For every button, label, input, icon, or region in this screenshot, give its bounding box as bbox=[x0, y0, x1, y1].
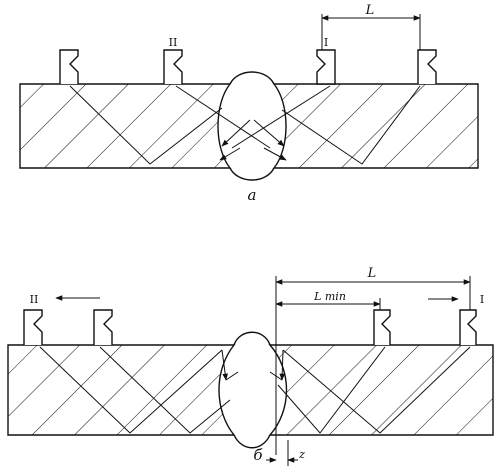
echo-arrow-a-4 bbox=[263, 147, 287, 161]
beam-path-b-2 bbox=[99, 346, 231, 434]
plate-a-left bbox=[19, 83, 232, 169]
echo-arrow-a-3 bbox=[219, 147, 241, 161]
beam-path-b-1 bbox=[39, 346, 223, 434]
plate-a-right bbox=[272, 83, 479, 169]
beam-path-a-3 bbox=[231, 85, 331, 149]
probe-b-third bbox=[373, 309, 391, 345]
diagram-b: II I L L min z б bbox=[7, 266, 494, 466]
probe-b-II bbox=[23, 309, 43, 345]
echo-arrow-b-3 bbox=[279, 349, 286, 381]
dim-a-label: L bbox=[365, 3, 375, 18]
echo-arrow-b-2 bbox=[225, 371, 239, 381]
caption-a: a bbox=[248, 186, 257, 204]
echo-arrow-b-1 bbox=[221, 349, 228, 381]
probe-b-I-label: I bbox=[480, 293, 484, 306]
beam-path-a-1 bbox=[69, 85, 223, 165]
weld-bead-b bbox=[233, 331, 271, 449]
dim-b-total-label: L bbox=[367, 266, 377, 281]
echo-arrow-a-1 bbox=[221, 119, 251, 147]
probe-b-second bbox=[93, 309, 113, 345]
beam-path-a-4 bbox=[281, 85, 421, 165]
offset-label: z bbox=[298, 448, 305, 461]
probe-a-I bbox=[316, 49, 336, 85]
probe-b-I bbox=[459, 309, 477, 345]
weld-bead-a bbox=[229, 71, 275, 181]
probe-a-II bbox=[163, 49, 183, 84]
probe-a-far-left bbox=[59, 49, 79, 84]
probe-a-far-right bbox=[417, 49, 437, 84]
caption-b: б bbox=[253, 446, 263, 464]
diagram-a: L II I a bbox=[19, 3, 479, 204]
probe-a-II-label: II bbox=[169, 36, 178, 49]
beam-path-a-2 bbox=[175, 85, 271, 149]
beam-path-b-3 bbox=[277, 346, 386, 434]
beam-path-b-4 bbox=[282, 346, 471, 434]
echo-arrow-a-2 bbox=[253, 119, 285, 147]
probe-b-II-label: II bbox=[30, 293, 39, 306]
plate-b-hatching bbox=[8, 345, 493, 435]
plate-a-hatching bbox=[20, 84, 478, 168]
dim-b-min-label: L min bbox=[313, 290, 346, 303]
plate-b-right bbox=[268, 344, 494, 436]
plate-b-left bbox=[7, 344, 236, 436]
probe-a-I-label: I bbox=[324, 36, 328, 49]
